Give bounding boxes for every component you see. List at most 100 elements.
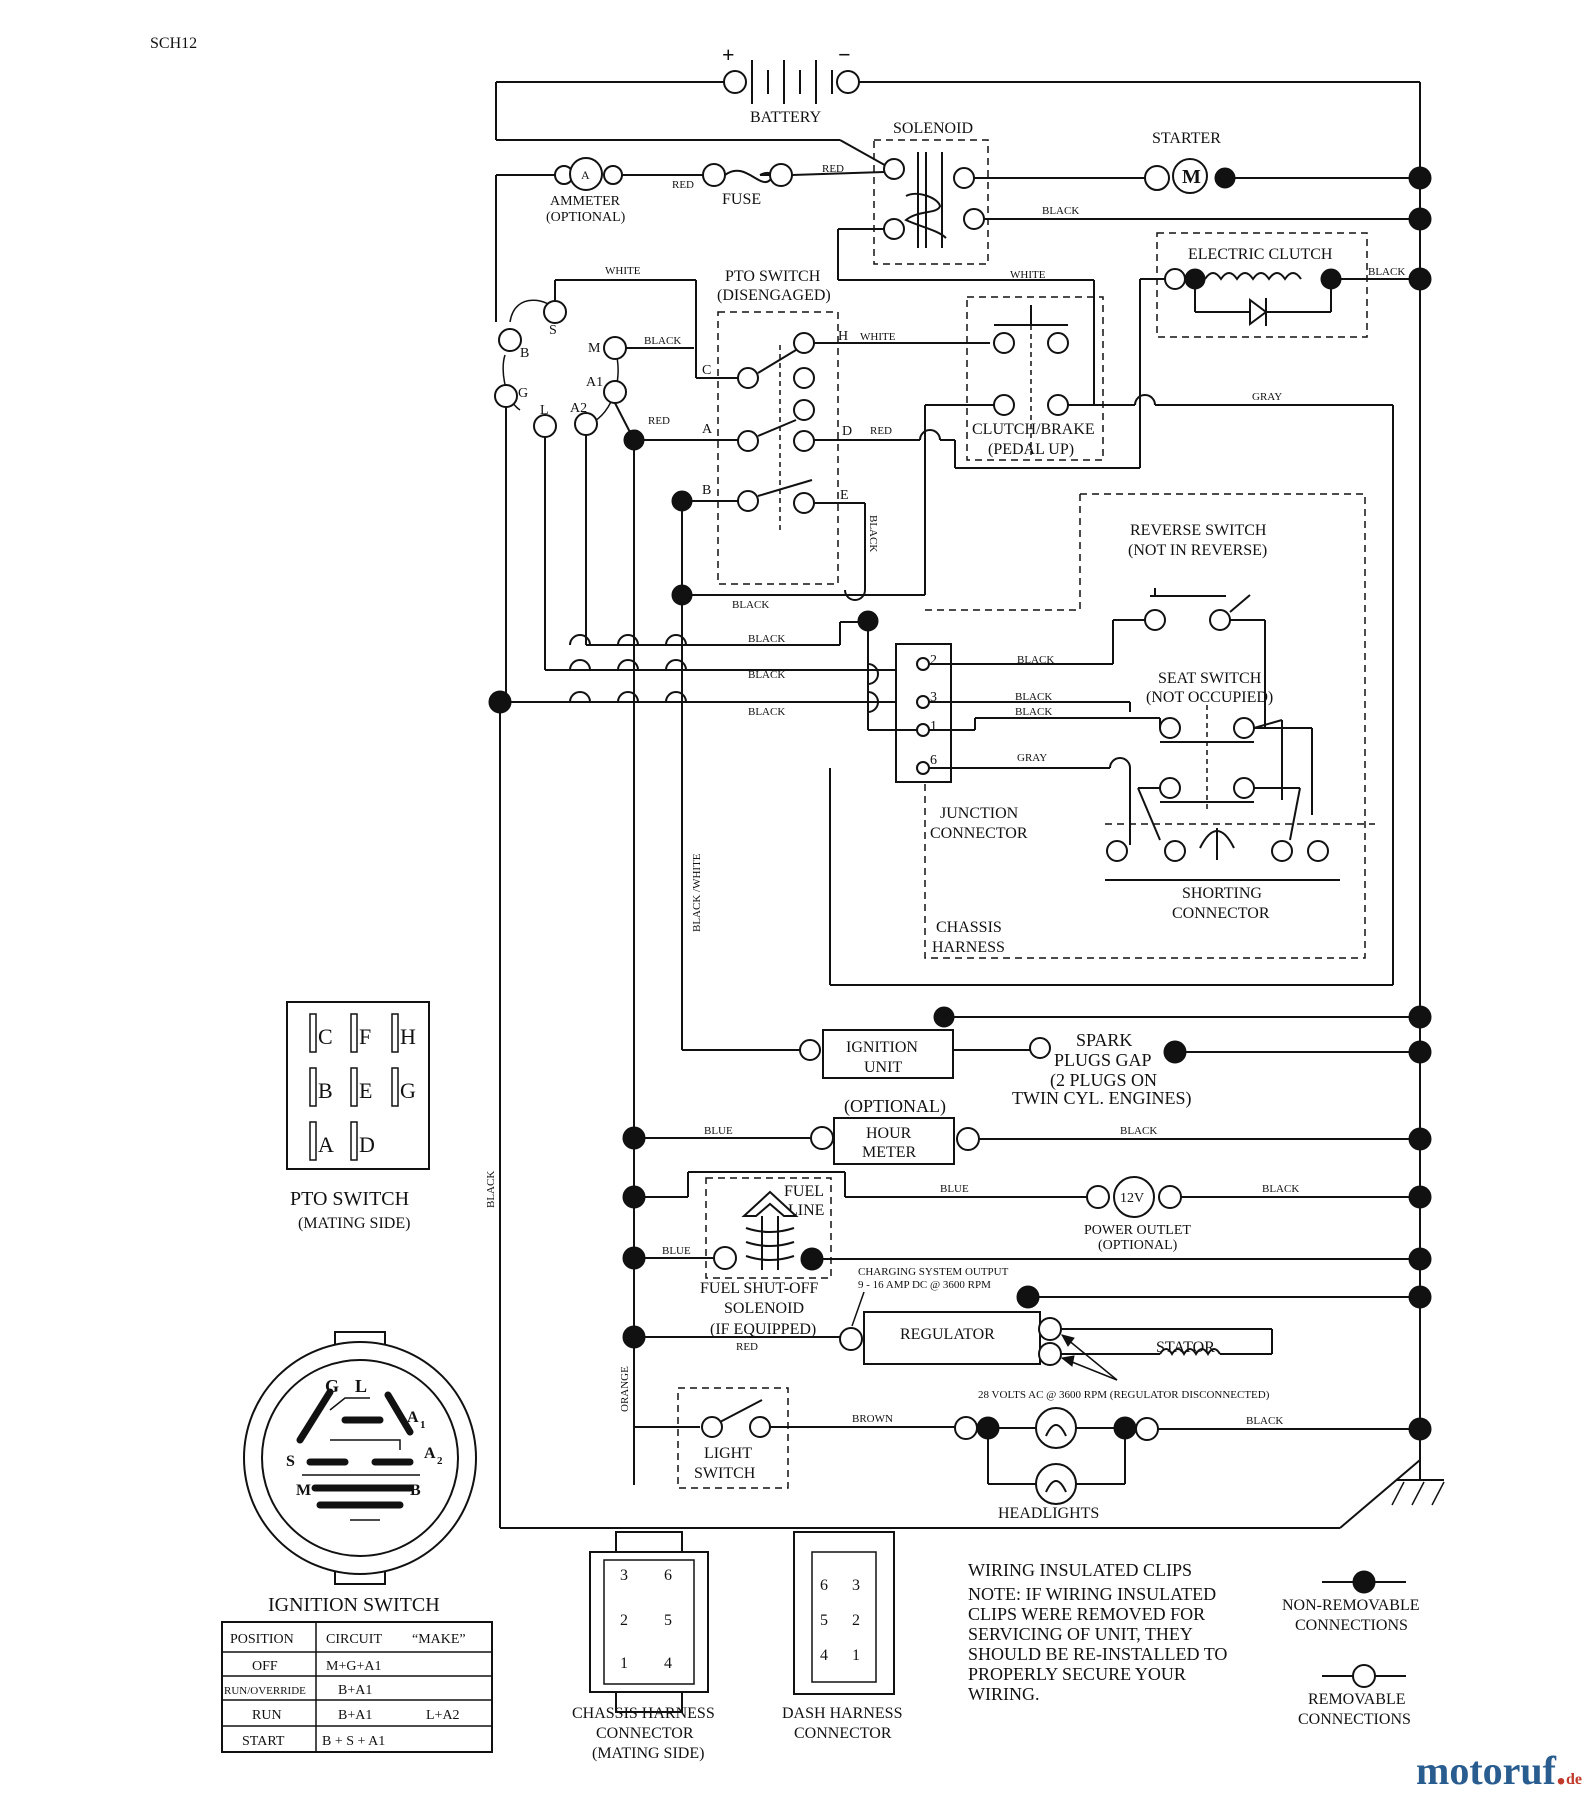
ign-term-a2: A2 <box>570 401 587 416</box>
ignition-unit: IGNITION UNIT SPARK PLUGS GAP (2 PLUGS O… <box>799 1005 1432 1109</box>
clutch-brake-label: CLUTCH/BRAKE <box>972 421 1095 438</box>
ign-row-2-extra: L+A2 <box>426 1708 460 1723</box>
fuel-sol-label-1: FUEL SHUT-OFF <box>700 1280 819 1297</box>
seat-switch-label: SEAT SWITCH <box>1158 670 1262 687</box>
legend-filled-dot <box>1352 1570 1376 1594</box>
battery-label: BATTERY <box>750 109 822 126</box>
seat-switch-sub: (NOT OCCUPIED) <box>1146 689 1273 706</box>
wire-black-hour: BLACK <box>1120 1125 1157 1137</box>
wire-black-e: BLACK <box>867 515 879 552</box>
legend-nonremovable-2: CONNECTIONS <box>1295 1617 1408 1634</box>
dash-pin-6: 6 <box>820 1577 828 1594</box>
starter: M STARTER <box>974 130 1432 194</box>
spark-label-2: PLUGS GAP <box>1054 1050 1152 1070</box>
ign-row-3-position: START <box>242 1734 285 1749</box>
ign-label-s: S <box>286 1453 295 1470</box>
wire-red-reg: RED <box>736 1341 758 1353</box>
wire-black-j1: BLACK <box>732 599 769 611</box>
ign-row-0-circuit: M+G+A1 <box>326 1659 381 1674</box>
pto-mating-b: B <box>318 1078 333 1103</box>
watermark-text: motoruf <box>1416 1748 1556 1793</box>
chassis-connector-line3: (MATING SIDE) <box>592 1745 704 1762</box>
pto-switch: PTO SWITCH (DISENGAGED) C H A D B E RED … <box>623 268 990 590</box>
pto-mating-h: H <box>400 1024 416 1049</box>
ign-term-b: B <box>520 346 529 361</box>
wire-white-s: WHITE <box>605 265 641 277</box>
dash-harness-connector: 6 3 5 2 4 1 DASH HARNESS CONNECTOR <box>782 1531 902 1742</box>
dash-pin-2: 2 <box>852 1612 860 1629</box>
wire-red-2: RED <box>822 163 844 175</box>
wire-white-h: WHITE <box>860 331 896 343</box>
power-outlet: 12V POWER OUTLET (OPTIONAL) BLUE BLACK <box>622 1171 1432 1253</box>
power-symbol: 12V <box>1120 1191 1144 1206</box>
wire-red-a: RED <box>648 415 670 427</box>
fuel-line-2: LINE <box>788 1202 824 1219</box>
ign-table-header-make: “MAKE” <box>412 1632 466 1647</box>
clips-note-line-4: PROPERLY SECURE YOUR <box>968 1664 1186 1684</box>
reverse-switch-label: REVERSE SWITCH <box>1130 522 1267 539</box>
wire-brown: BROWN <box>852 1413 893 1425</box>
chassis-pin-2: 2 <box>620 1612 628 1629</box>
shorting-label-2: CONNECTOR <box>1172 905 1270 922</box>
wire-black-clutch: BLACK <box>1368 266 1405 278</box>
ign-label-a1-sub: 1 <box>420 1419 426 1431</box>
wire-black-sol: BLACK <box>1042 205 1079 217</box>
reverse-switch-sub: (NOT IN REVERSE) <box>1128 542 1267 559</box>
wire-orange: ORANGE <box>619 1366 631 1412</box>
junction-label-1: JUNCTION <box>940 805 1019 822</box>
pto-mating-c: C <box>318 1024 333 1049</box>
wire-black-j2: BLACK <box>748 633 785 645</box>
chassis-pin-6: 6 <box>664 1567 672 1584</box>
legend-removable-1: REMOVABLE <box>1308 1691 1406 1708</box>
wire-black-j4: BLACK <box>748 706 785 718</box>
pto-mating-block: C F H B E G A D PTO SWITCH (MATING SIDE) <box>286 1001 430 1232</box>
ign-term-m: M <box>588 341 601 356</box>
pto-term-a: A <box>702 422 713 437</box>
pto-mating-g: G <box>400 1078 416 1103</box>
dash-connector-line2: CONNECTOR <box>794 1725 892 1742</box>
pto-mating-title: PTO SWITCH <box>290 1188 409 1210</box>
ignition-unit-label-1: IGNITION <box>846 1039 918 1056</box>
solenoid-label: SOLENOID <box>893 120 973 137</box>
junction-pin-2: 2 <box>930 653 937 668</box>
headlights-label: HEADLIGHTS <box>998 1505 1099 1522</box>
hour-optional: (OPTIONAL) <box>844 1096 946 1117</box>
wire-black-white: BLACK /WHITE <box>691 853 703 932</box>
dash-pin-3: 3 <box>852 1577 860 1594</box>
clutch-brake-switch: CLUTCH/BRAKE (PEDAL UP) GRAY <box>682 296 1394 986</box>
clips-note-line-2: SERVICING OF UNIT, THEY <box>968 1624 1193 1644</box>
wire-blue-power: BLUE <box>940 1183 969 1195</box>
solenoid: SOLENOID <box>873 120 989 265</box>
watermark-tld: de <box>1566 1771 1582 1788</box>
electric-clutch: ELECTRIC CLUTCH BLACK <box>954 232 1432 469</box>
dash-pin-1: 1 <box>852 1647 860 1664</box>
seat-switch: SEAT SWITCH (NOT OCCUPIED) <box>1129 670 1313 845</box>
pto-mating-a: A <box>318 1132 334 1157</box>
ignition-switch-title: IGNITION SWITCH <box>268 1594 440 1616</box>
volts-note: 28 VOLTS AC @ 3600 RPM (REGULATOR DISCON… <box>978 1389 1270 1401</box>
light-circuit: ORANGE LIGHT SWITCH BROWN BLACK HEADLIGH… <box>619 1366 1432 1522</box>
ignition-switch-illustration: G L A 1 S A 2 M B IGNITION SWITCH <box>243 1331 477 1616</box>
ign-label-l: L <box>355 1376 367 1396</box>
pto-mating-d: D <box>359 1132 375 1157</box>
connection-legend: NON-REMOVABLE CONNECTIONS REMOVABLE CONN… <box>1282 1570 1419 1728</box>
clips-note-line-5: WIRING. <box>968 1684 1039 1704</box>
junction-label-2: CONNECTOR <box>930 825 1028 842</box>
spark-label-3: (2 PLUGS ON <box>1050 1070 1157 1091</box>
charging-label-2: 9 - 16 AMP DC @ 3600 RPM <box>858 1279 991 1291</box>
ign-table-header-position: POSITION <box>230 1632 294 1647</box>
fuel-sol-label-3: (IF EQUIPPED) <box>710 1321 816 1338</box>
legend-open-dot <box>1352 1664 1376 1688</box>
ammeter-label: AMMETER <box>550 194 621 209</box>
wire-gray-top: GRAY <box>1252 391 1282 403</box>
fuse-label: FUSE <box>722 191 761 208</box>
ign-table-header-circuit: CIRCUIT <box>326 1632 382 1647</box>
chassis-pin-3: 3 <box>620 1567 628 1584</box>
wire-black-j5: BLACK <box>1017 654 1054 666</box>
ign-term-g: G <box>518 386 528 401</box>
ign-label-b: B <box>410 1482 421 1499</box>
electric-clutch-label: ELECTRIC CLUTCH <box>1188 246 1333 263</box>
chassis-pin-1: 1 <box>620 1655 628 1672</box>
ign-row-3-circuit: B + S + A1 <box>322 1734 385 1749</box>
